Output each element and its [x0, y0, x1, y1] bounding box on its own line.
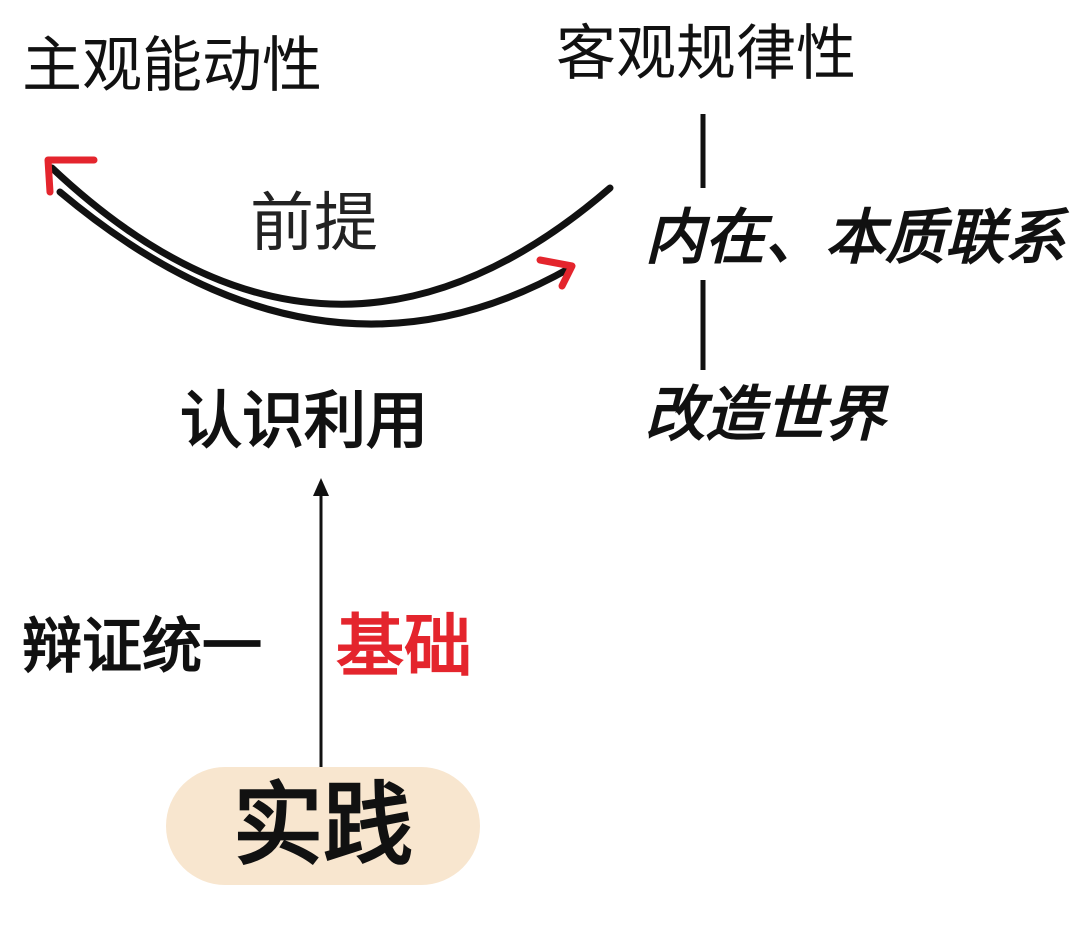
label-internal-essential-connection: 内在、本质联系 [645, 203, 1065, 273]
label-subjective-initiative: 主观能动性 [22, 31, 322, 101]
label-dialectical-unity: 辩证统一 [22, 612, 262, 682]
curve-arrow-left [48, 164, 614, 308]
arrowhead-right-red [536, 256, 576, 290]
label-understand-and-use: 认识利用 [180, 384, 429, 457]
label-transform-world: 改造世界 [645, 380, 885, 450]
label-basis: 基础 [336, 608, 473, 687]
label-objective-law: 客观规律性 [556, 19, 856, 89]
label-premise: 前提 [250, 187, 378, 261]
practice-pill [166, 767, 480, 885]
curve-arrow-right [56, 188, 574, 328]
label-practice: 实践 [233, 773, 413, 878]
arrowhead-left-red [44, 156, 98, 196]
vertical-arrowhead [313, 478, 329, 496]
